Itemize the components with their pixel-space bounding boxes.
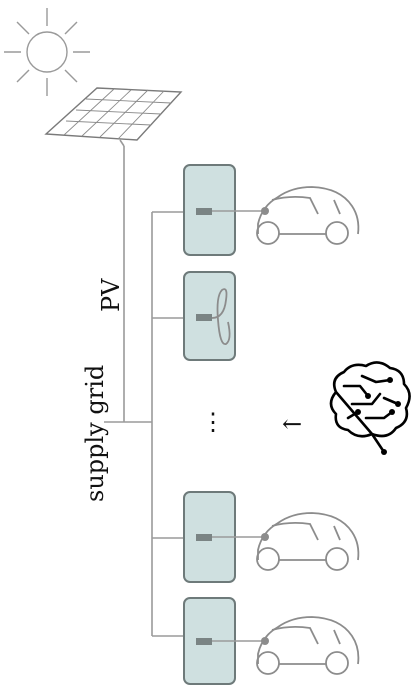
charging-station [183,164,269,256]
supply-wiring [104,146,184,637]
charging-plug-icon [196,534,212,541]
electric-car-icon [256,616,360,675]
control-arrow: ← [282,410,302,438]
supply-grid-label: supply grid [81,365,109,502]
charging-plug-icon [196,208,212,215]
brain-circuit-icon [329,361,411,455]
charging-station [183,271,236,361]
charging-station [183,597,269,685]
solar-panel-icon [44,87,183,147]
charging-plug-icon [196,638,212,645]
charging-plug-icon [196,314,212,321]
ellipsis-indicator: ⋮ [201,408,225,436]
charging-station [183,491,269,583]
electric-car-icon [256,186,360,245]
sun-icon [4,8,90,96]
electric-car-icon [256,512,360,571]
pv-label: PV [97,278,125,312]
